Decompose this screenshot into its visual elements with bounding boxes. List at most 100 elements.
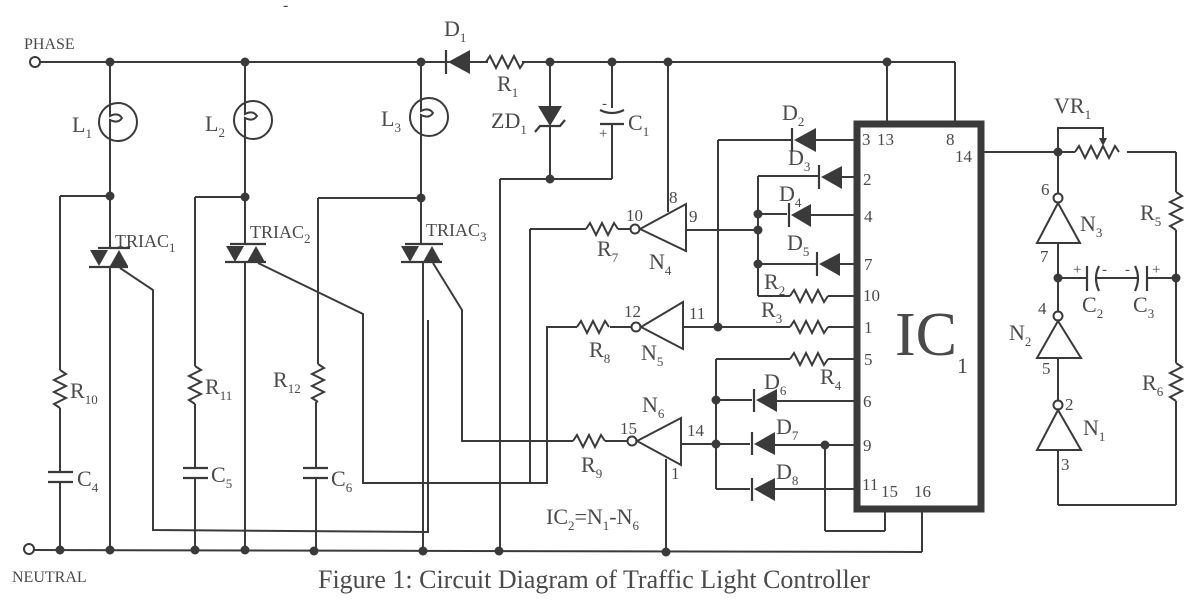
diode-d2-label: D2 xyxy=(782,100,804,129)
triac-2-icon xyxy=(226,246,244,262)
c2-minus: - xyxy=(1102,262,1107,278)
inverter-n2-icon xyxy=(1035,319,1083,359)
diode-d1-label: D1 xyxy=(444,16,466,45)
resistor-r5-icon xyxy=(1167,191,1185,231)
triac-1-label: TRIAC1 xyxy=(115,231,176,255)
capacitor-c5-label: C5 xyxy=(211,462,232,491)
gate-n1-label: N1 xyxy=(1083,415,1105,444)
diode-d4-icon xyxy=(791,204,811,227)
capacitor-c4-label: C4 xyxy=(77,466,99,495)
ic1-pin-labels: 3 13 8 14 2 4 7 10 1 5 6 9 11 15 16 xyxy=(862,130,973,501)
resistor-r4-icon xyxy=(789,350,829,368)
resistor-r11-icon xyxy=(186,365,204,405)
lamp-l1-label: L1 xyxy=(72,112,92,141)
diode-d3-icon xyxy=(821,166,842,189)
inverter-n3-icon xyxy=(1035,200,1082,244)
resistor-r7-label: R7 xyxy=(597,236,619,265)
gate-n6 xyxy=(572,416,717,552)
n2-pin-out: 4 xyxy=(1038,299,1047,318)
diode-d4-label: D4 xyxy=(779,181,802,210)
svg-text:8: 8 xyxy=(946,130,955,149)
figure-caption: Figure 1: Circuit Diagram of Traffic Lig… xyxy=(318,565,870,594)
triac-3-label: TRIAC3 xyxy=(426,220,487,244)
diode-d1-icon xyxy=(448,50,470,74)
lamp-l3-label: L3 xyxy=(381,106,401,135)
ic2-note: IC2=N1-N6 xyxy=(546,504,640,533)
c3-minus: - xyxy=(1125,262,1130,278)
resistor-r9-label: R9 xyxy=(581,452,602,481)
inverter-n4-icon xyxy=(637,202,687,253)
resistor-r6-icon xyxy=(1167,362,1185,402)
power-supply xyxy=(444,50,625,551)
diode-d7-label: D7 xyxy=(776,414,799,443)
capacitor-c6-label: C6 xyxy=(331,466,353,495)
capacitor-c3-icon xyxy=(1133,265,1140,292)
stray-mark: - xyxy=(283,0,288,14)
lamp-l2-label: L2 xyxy=(205,111,225,140)
diode-d2-icon xyxy=(794,128,816,152)
inverter-n6-icon xyxy=(634,416,682,467)
gate-n2-label: N2 xyxy=(1009,320,1031,349)
diode-d8-icon xyxy=(754,478,775,501)
svg-text:15: 15 xyxy=(881,482,898,501)
diode-d7-icon xyxy=(754,432,775,455)
inverter-n5-icon xyxy=(638,300,684,351)
svg-text:4: 4 xyxy=(864,207,873,226)
svg-text:6: 6 xyxy=(863,392,872,411)
resistor-r8-label: R8 xyxy=(589,337,610,366)
capacitor-c1-label: C1 xyxy=(628,110,649,139)
svg-text:16: 16 xyxy=(914,482,931,501)
gate-n5 xyxy=(547,139,792,351)
c3-plus: + xyxy=(1152,262,1160,278)
n2-pin-in: 5 xyxy=(1042,359,1051,378)
n3-pin-in: 7 xyxy=(1040,247,1049,266)
lamp-branch-1 xyxy=(48,62,429,550)
n3-pin-out: 6 xyxy=(1041,180,1050,199)
resistor-r8-icon xyxy=(576,318,610,336)
triac-3-icon xyxy=(401,246,419,262)
lamp-branch-2 xyxy=(183,62,573,550)
gate-n4 xyxy=(529,62,760,484)
diode-d8-label: D8 xyxy=(776,459,798,488)
inverter-n1-icon xyxy=(1035,407,1083,451)
lamp-l2-icon xyxy=(233,100,273,140)
diode-d6-label: D6 xyxy=(764,369,787,398)
ic1-label: IC1 xyxy=(895,301,968,378)
capacitor-c1-minus: - xyxy=(602,96,607,112)
resistor-r9-icon xyxy=(572,432,606,450)
diode-d6-icon xyxy=(756,389,777,412)
svg-text:3: 3 xyxy=(862,130,871,149)
ic1-chip xyxy=(853,120,985,513)
filament-icon xyxy=(244,100,259,140)
filament-icon xyxy=(420,100,435,137)
diode-d5-label: D5 xyxy=(787,230,809,259)
svg-text:1: 1 xyxy=(864,318,873,337)
resistor-r4-label: R4 xyxy=(820,364,842,393)
gate-n6-label: N6 xyxy=(642,392,665,421)
lamp-l3-icon xyxy=(409,97,449,137)
neutral-rail xyxy=(23,512,923,557)
svg-text:9: 9 xyxy=(863,436,872,455)
filament-icon xyxy=(109,102,124,142)
c2-plus: + xyxy=(1073,262,1081,278)
resistor-r6-label: R6 xyxy=(1142,370,1164,399)
lamp-l1-icon xyxy=(98,102,138,142)
n6-pin-in: 14 xyxy=(687,421,705,440)
resistor-r12-label: R12 xyxy=(273,367,301,396)
n5-pin-in: 11 xyxy=(689,304,705,323)
capacitor-c2-label: C2 xyxy=(1082,292,1103,321)
zener-zd1-label: ZD1 xyxy=(491,108,527,137)
diode-d3-label: D3 xyxy=(788,145,810,174)
n6-pin-out: 15 xyxy=(620,419,637,438)
potentiometer-vr1-label: VR1 xyxy=(1054,93,1091,122)
n4-pin-in: 9 xyxy=(689,207,698,226)
lamp-branch-3 xyxy=(303,62,573,551)
triac-1-icon xyxy=(90,250,108,266)
gate-n3-label: N3 xyxy=(1080,211,1102,240)
n5-pin-out: 12 xyxy=(624,302,641,321)
diode-matrix-lower xyxy=(711,350,886,532)
diode-matrix-upper xyxy=(753,128,856,336)
svg-text:11: 11 xyxy=(862,475,878,494)
svg-text:14: 14 xyxy=(955,147,973,166)
